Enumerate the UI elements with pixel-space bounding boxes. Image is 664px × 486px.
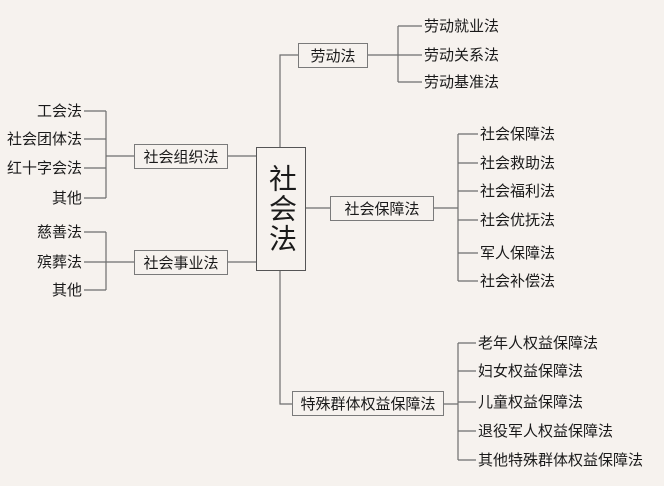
leaf-org-2: 社会团体法: [6, 130, 82, 148]
link-security-children: [434, 133, 478, 282]
leaf-special-4: 退役军人权益保障法: [478, 422, 614, 440]
leaf-special-1: 老年人权益保障法: [478, 334, 599, 352]
branch-labor-label: 劳动法: [310, 47, 356, 65]
link-org-children: [84, 110, 134, 199]
leaf-org-3: 红十字会法: [6, 159, 82, 177]
root-label: 社会法: [265, 164, 298, 254]
leaf-org-1: 工会法: [36, 102, 82, 120]
leaf-cause-3: 其他: [51, 281, 82, 299]
leaf-security-4: 社会优抚法: [480, 211, 556, 229]
leaf-special-3: 儿童权益保障法: [478, 393, 584, 411]
link-cause-children: [84, 231, 134, 291]
leaf-security-3: 社会福利法: [480, 182, 556, 200]
leaf-special-5: 其他特殊群体权益保障法: [478, 451, 644, 469]
leaf-security-5: 军人保障法: [480, 244, 556, 262]
branch-special: 特殊群体权益保障法: [292, 391, 444, 416]
leaf-special-2: 妇女权益保障法: [478, 362, 584, 380]
branch-cause: 社会事业法: [134, 250, 228, 275]
branch-security: 社会保障法: [330, 196, 434, 221]
branch-special-label: 特殊群体权益保障法: [300, 395, 436, 413]
branch-security-label: 社会保障法: [344, 200, 420, 218]
leaf-org-4: 其他: [51, 189, 82, 207]
leaf-security-2: 社会救助法: [480, 154, 556, 172]
leaf-labor-2: 劳动关系法: [424, 46, 500, 64]
leaf-labor-1: 劳动就业法: [424, 17, 500, 35]
leaf-cause-1: 慈善法: [36, 223, 82, 241]
branch-cause-label: 社会事业法: [143, 254, 219, 272]
link-root-special: [279, 271, 292, 405]
branch-org: 社会组织法: [134, 144, 228, 169]
leaf-labor-3: 劳动基准法: [424, 73, 500, 91]
link-root-labor: [279, 54, 298, 147]
root-node: 社会法: [256, 147, 306, 271]
leaf-security-1: 社会保障法: [480, 125, 556, 143]
branch-org-label: 社会组织法: [143, 148, 219, 166]
leaf-cause-2: 殡葬法: [36, 253, 82, 271]
link-labor-children: [368, 25, 422, 83]
leaf-security-6: 社会补偿法: [480, 272, 556, 290]
branch-labor: 劳动法: [298, 43, 368, 68]
link-special-children: [444, 342, 476, 461]
